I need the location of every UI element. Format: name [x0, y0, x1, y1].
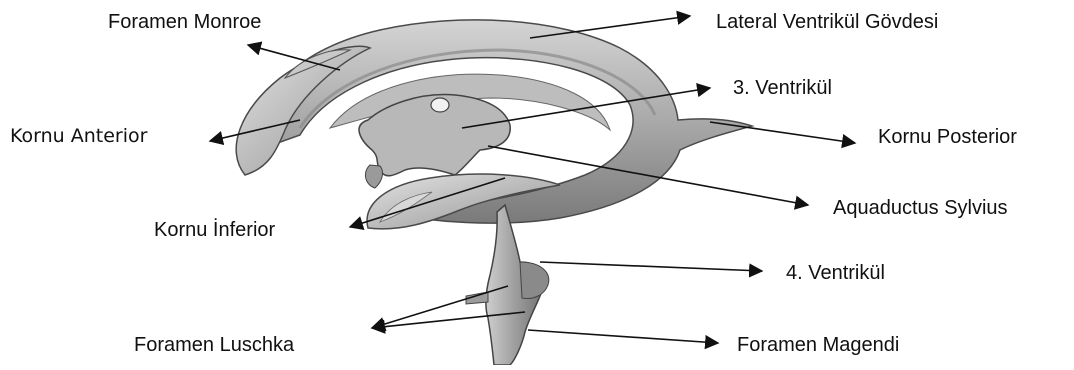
- label-kornu-inferior: Kornu İnferior: [154, 220, 275, 240]
- fourth-ventricle-bulge: [520, 262, 549, 298]
- arrow-kornu-posterior: [710, 122, 855, 143]
- arrow-fourth-ventricle: [540, 262, 762, 271]
- label-fourth-ventricle: 4. Ventrikül: [786, 263, 885, 283]
- label-third-ventricle: 3. Ventrikül: [733, 78, 832, 98]
- label-kornu-anterior: Kornu Anterior: [10, 127, 147, 146]
- arrow-foramen-magendi: [528, 330, 718, 343]
- third-ventricle-recess: [365, 165, 382, 188]
- label-lateral-ventricle-body: Lateral Ventrikül Gövdesi: [716, 12, 938, 32]
- label-aquaductus-sylvius: Aquaductus Sylvius: [833, 198, 1008, 218]
- label-kornu-posterior: Kornu Posterior: [878, 127, 1017, 147]
- label-foramen-magendi: Foramen Magendi: [737, 335, 899, 355]
- interthalamic-adhesion: [431, 98, 449, 112]
- label-foramen-luschka: Foramen Luschka: [134, 335, 294, 355]
- label-foramen-monroe: Foramen Monroe: [108, 12, 261, 32]
